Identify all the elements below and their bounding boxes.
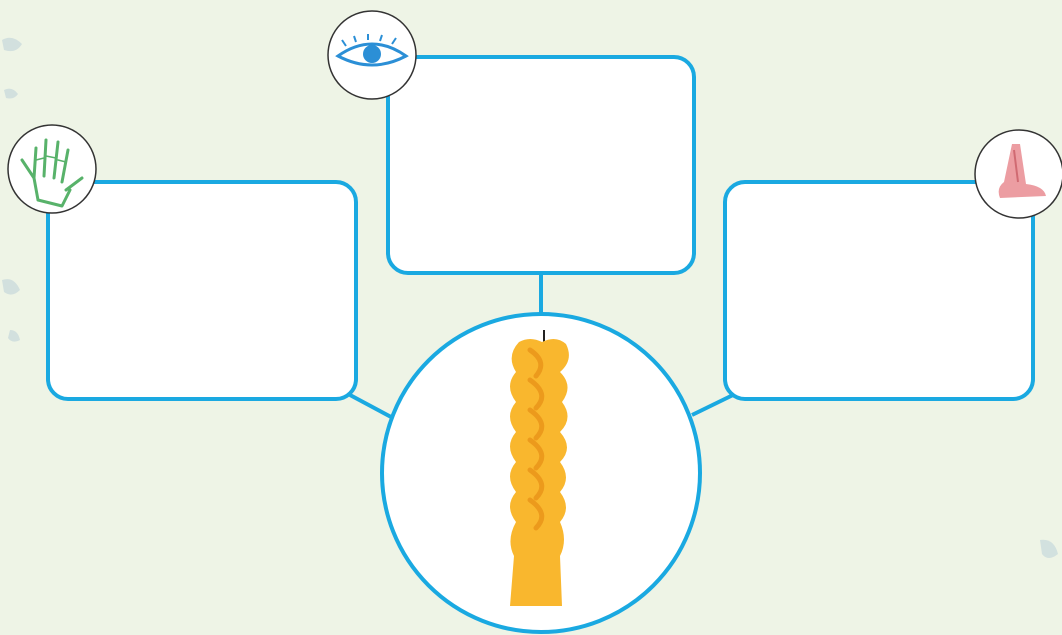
- sight-sense-badge: [328, 11, 416, 99]
- smell-sense-badge: [975, 130, 1062, 218]
- connector-left: [350, 395, 393, 418]
- touch-sense-badge: [8, 125, 96, 213]
- connector-right: [692, 395, 733, 415]
- sight-text-box[interactable]: [388, 57, 694, 273]
- smell-text-box[interactable]: [725, 182, 1033, 399]
- twisted-candle-icon: [510, 330, 569, 606]
- touch-text-box[interactable]: [48, 182, 356, 399]
